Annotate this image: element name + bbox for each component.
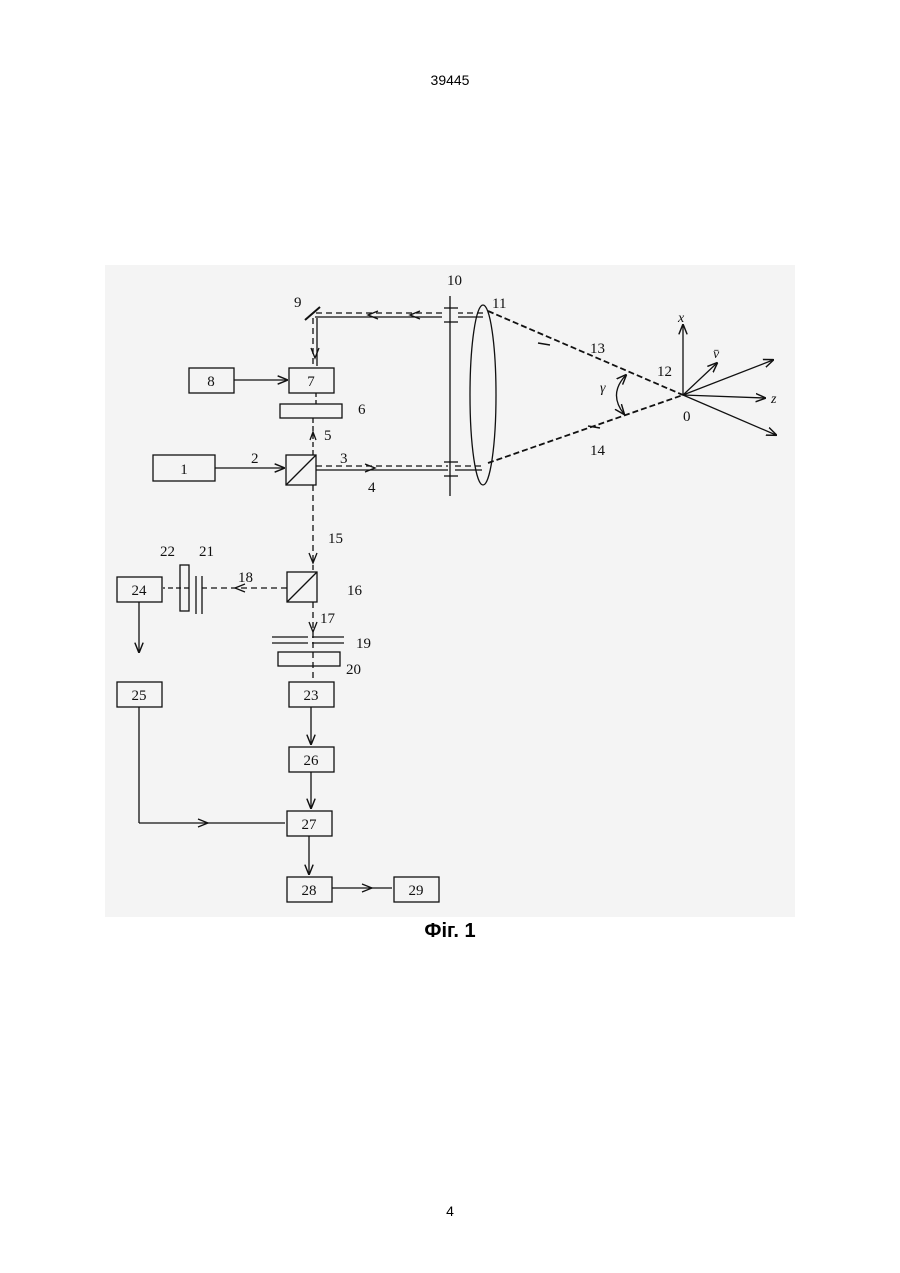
label-12: 12 [657, 364, 672, 380]
velocity-label: v̄ [713, 347, 720, 362]
label-19: 19 [356, 636, 371, 652]
label-11: 11 [492, 296, 506, 312]
label-13: 13 [590, 341, 605, 357]
block-label-8: 8 [207, 374, 215, 390]
block-label-26: 26 [304, 753, 320, 769]
block-label-1: 1 [180, 462, 188, 478]
label-15: 15 [328, 531, 343, 547]
label-18: 18 [238, 570, 253, 586]
label-origin-0: 0 [683, 409, 691, 425]
page-number: 4 [0, 1203, 900, 1219]
label-16: 16 [347, 583, 363, 599]
label-21: 21 [199, 544, 214, 560]
figure-caption: Фіг. 1 [0, 920, 900, 943]
label-2: 2 [251, 451, 259, 467]
label-10: 10 [447, 273, 462, 289]
label-22: 22 [160, 544, 175, 560]
label-20: 20 [346, 662, 361, 678]
label-17: 17 [320, 611, 336, 627]
axis-x-label: x [677, 311, 685, 326]
label-6: 6 [358, 402, 366, 418]
block-label-25: 25 [132, 688, 147, 704]
gamma-label: γ [600, 381, 606, 396]
axis-z-label: z [770, 392, 777, 407]
label-9: 9 [294, 295, 302, 311]
label-14: 14 [590, 443, 606, 459]
block-label-7: 7 [307, 374, 315, 390]
block-label-28: 28 [302, 883, 317, 899]
block-label-27: 27 [302, 817, 318, 833]
label-4: 4 [368, 480, 376, 496]
block-label-24: 24 [132, 583, 148, 599]
label-5: 5 [324, 428, 332, 444]
label-3: 3 [340, 451, 348, 467]
block-label-23: 23 [304, 688, 319, 704]
block-label-29: 29 [409, 883, 424, 899]
